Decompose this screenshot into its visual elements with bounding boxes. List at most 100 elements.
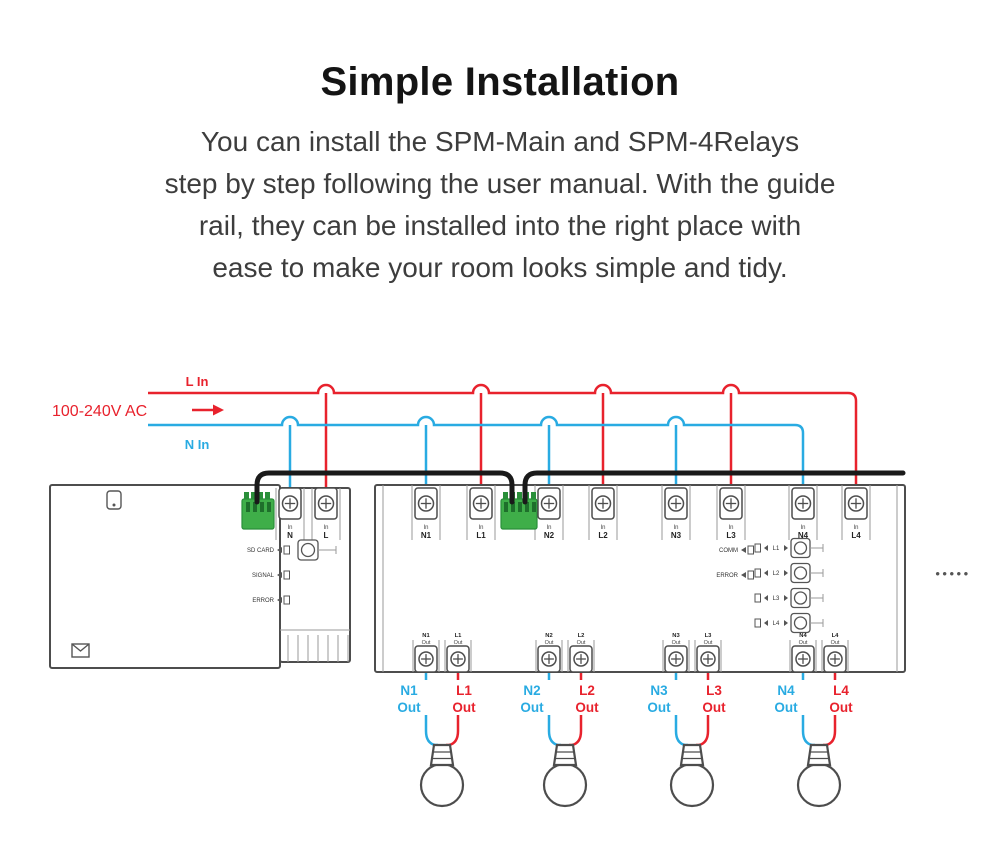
live-supply-wire <box>148 383 858 488</box>
svg-text:In: In <box>323 525 328 531</box>
svg-text:L2: L2 <box>598 531 608 540</box>
neutral-supply-wire <box>148 415 805 488</box>
terminal-l-in <box>314 487 338 520</box>
device-display-icon <box>106 490 122 510</box>
svg-text:L4: L4 <box>851 531 861 540</box>
spm-4relays-unit: COMM ERROR L1 L2 <box>374 484 906 673</box>
svg-text:N3: N3 <box>671 531 682 540</box>
terminal-n-in <box>278 487 302 520</box>
svg-text:N2: N2 <box>544 531 555 540</box>
svg-text:In: In <box>287 525 292 531</box>
svg-text:Out: Out <box>829 700 853 715</box>
voltage-label: 100-240V AC <box>52 403 147 420</box>
svg-text:Out: Out <box>831 640 840 646</box>
page-description: You can install the SPM-Main and SPM-4Re… <box>0 121 1000 289</box>
signal-indicator: SIGNAL <box>252 570 290 580</box>
svg-text:L3: L3 <box>773 596 780 602</box>
svg-text:Out: Out <box>452 700 476 715</box>
svg-text:L2: L2 <box>578 633 585 639</box>
terminal-l1-out <box>446 645 470 673</box>
arrow-right-icon <box>192 404 224 416</box>
channel-button-l4: L4 <box>754 612 824 634</box>
wiring-diagram: N1 Out L1 Out N2 Out L2 Out N3 Out L3 Ou… <box>49 374 970 808</box>
svg-text:N1: N1 <box>400 683 418 698</box>
svg-text:L1: L1 <box>456 683 472 698</box>
svg-text:In: In <box>546 525 551 531</box>
svg-text:In: In <box>728 525 733 531</box>
svg-text:Out: Out <box>575 700 599 715</box>
terminal-l2-out <box>569 645 593 673</box>
svg-text:COMM: COMM <box>719 548 738 554</box>
terminal-n1-out <box>414 645 438 673</box>
svg-text:N3: N3 <box>672 633 680 639</box>
comm-connector-relay <box>500 492 538 530</box>
svg-text:Out: Out <box>520 700 544 715</box>
svg-text:Out: Out <box>422 640 431 646</box>
svg-text:L3: L3 <box>726 531 736 540</box>
svg-text:L4: L4 <box>833 683 849 698</box>
lamp-3 <box>669 743 715 808</box>
svg-text:ERROR: ERROR <box>252 598 274 604</box>
svg-text:L1: L1 <box>455 633 463 639</box>
svg-text:Out: Out <box>672 640 681 646</box>
svg-text:Out: Out <box>545 640 554 646</box>
svg-text:Out: Out <box>704 640 713 646</box>
svg-text:SIGNAL: SIGNAL <box>252 573 275 579</box>
terminal-l3-out <box>696 645 720 673</box>
terminal-n4-in <box>791 487 815 520</box>
terminal-l3-in <box>719 487 743 520</box>
error-indicator-relay: ERROR <box>716 570 754 580</box>
svg-text:In: In <box>800 525 805 531</box>
terminal-n2-in <box>537 487 561 520</box>
svg-text:In: In <box>673 525 678 531</box>
error-indicator-main: ERROR <box>252 595 290 605</box>
svg-text:N2: N2 <box>523 683 540 698</box>
lamp-2 <box>542 743 588 808</box>
neutral-in-label: N In <box>185 437 210 452</box>
svg-text:Out: Out <box>454 640 463 646</box>
terminal-n2-out <box>537 645 561 673</box>
svg-text:L1: L1 <box>476 531 486 540</box>
lamp-4 <box>796 743 842 808</box>
svg-text:In: In <box>853 525 858 531</box>
comm-connector-main <box>241 492 275 530</box>
svg-text:N1: N1 <box>421 531 432 540</box>
svg-text:N4: N4 <box>798 531 809 540</box>
comm-cable <box>254 470 906 505</box>
svg-text:L4: L4 <box>832 633 840 639</box>
lamp-1 <box>419 743 465 808</box>
description-line: step by step following the user manual. … <box>164 168 836 199</box>
svg-text:N4: N4 <box>777 683 795 698</box>
svg-text:Out: Out <box>577 640 586 646</box>
terminal-n3-in <box>664 487 688 520</box>
page-title: Simple Installation <box>320 60 680 104</box>
spm-main-unit: SD CARD SIGNAL ERROR <box>49 484 351 669</box>
svg-text:L3: L3 <box>705 633 713 639</box>
terminal-l1-in <box>469 487 493 520</box>
channel-button-l2: L2 <box>754 562 824 584</box>
terminal-n4-out <box>791 645 815 673</box>
comm-indicator: COMM <box>719 545 754 555</box>
svg-text:L2: L2 <box>773 571 780 577</box>
page-header: Simple Installation You can install the … <box>0 0 1000 289</box>
sd-card-indicator: SD CARD <box>247 539 337 561</box>
terminal-n1-in <box>414 487 438 520</box>
channel-button-l3: L3 <box>754 587 824 609</box>
more-units-dots: ••••• <box>935 566 970 581</box>
output-terminals: N1 Out L1 Out N2 Out L2 Out N3 Out L3 Ou… <box>414 633 847 673</box>
description-line: rail, they can be installed into the rig… <box>198 210 802 241</box>
output-labels: N1 Out L1 Out N2 Out L2 Out N3 Out L3 Ou… <box>388 680 862 715</box>
terminal-l2-in <box>591 487 615 520</box>
channel-button-l1: L1 <box>754 537 824 559</box>
description-line: ease to make your room looks simple and … <box>212 252 788 283</box>
svg-text:L4: L4 <box>773 621 780 627</box>
description-line: You can install the SPM-Main and SPM-4Re… <box>200 126 800 157</box>
terminal-n3-out <box>664 645 688 673</box>
svg-text:L: L <box>324 531 329 540</box>
live-in-label: L In <box>186 374 209 389</box>
terminal-l4-in <box>844 487 868 520</box>
terminal-l4-out <box>823 645 847 673</box>
svg-text:N2: N2 <box>545 633 552 639</box>
input-terminals: In N In L In N1 In L1 In N2 In L2 In N3 … <box>278 487 868 540</box>
svg-text:ERROR: ERROR <box>716 573 738 579</box>
